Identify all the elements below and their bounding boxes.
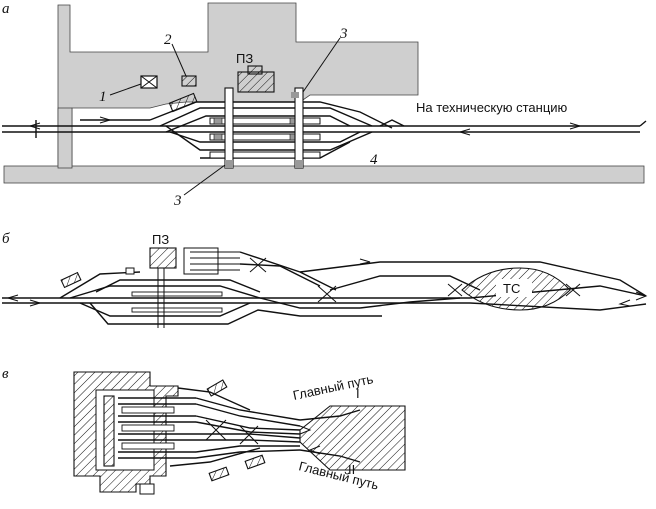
pz-building-b (149, 247, 177, 269)
tunnel-left (224, 87, 234, 169)
leader-3-bottom (183, 164, 226, 196)
leader-1 (109, 83, 142, 96)
callout-3-bottom: 3 (173, 193, 182, 209)
panel-b-letter: б (2, 231, 10, 247)
leader-2 (171, 43, 187, 77)
main-track-top-label: Главный путь (292, 371, 375, 403)
ts-label: ТС (503, 281, 520, 296)
platform-3 (209, 151, 321, 159)
panel-b: б ПЗ (2, 231, 648, 328)
main-track-top-roman: I (356, 386, 360, 401)
panel-c-letter: в (2, 366, 9, 382)
pz-label-a: ПЗ (236, 51, 253, 66)
pz-building (237, 71, 275, 93)
track-b-to-ts-upper (299, 261, 647, 297)
tech-station-label: На техническую станцию (416, 100, 568, 115)
tunnel-right (294, 87, 304, 169)
callout-3-top: 3 (339, 26, 348, 42)
callout-1: 1 (99, 89, 107, 105)
yard-track-top (149, 101, 393, 129)
callout-2: 2 (164, 32, 172, 48)
pz-building-top (247, 65, 263, 75)
pz-label-b: ПЗ (152, 232, 169, 247)
track-b-upper-station (69, 285, 360, 309)
platform-1 (209, 117, 321, 125)
panel-c: в (2, 366, 406, 495)
approach-zone (299, 405, 406, 471)
panel-a-letter: а (2, 1, 10, 17)
building-2 (181, 75, 197, 87)
leader-3-top (302, 37, 341, 93)
yard-track-2 (159, 107, 373, 127)
callout-4: 4 (370, 152, 378, 168)
service-road (3, 165, 645, 184)
road-connector (57, 107, 73, 169)
main-track-bottom-roman: II (348, 462, 355, 477)
shed-b (60, 271, 82, 289)
panel-a: а (2, 1, 647, 209)
platform-2 (209, 133, 321, 141)
